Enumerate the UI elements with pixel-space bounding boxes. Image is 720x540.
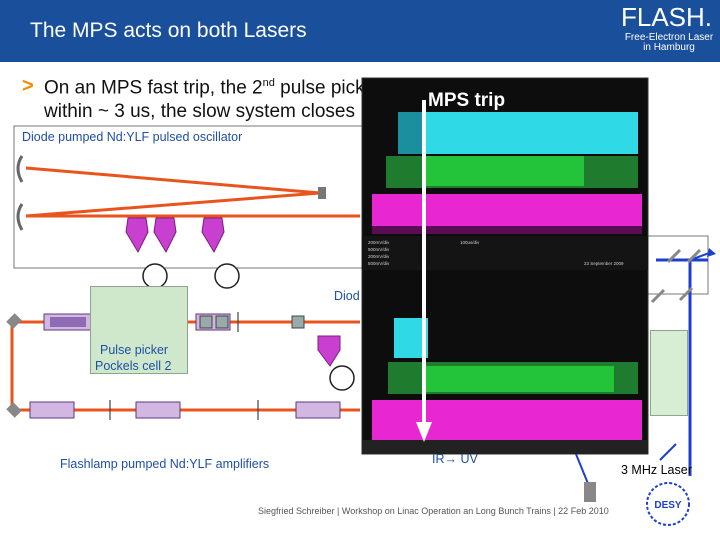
- pulse-picker-label-2: Pockels cell 2: [95, 359, 171, 373]
- oscillator-box: [14, 126, 368, 268]
- oscilloscope-screenshot: 200mV/div 500mV/div 200mV/div 500mV/div …: [362, 78, 648, 454]
- svg-text:500mV/div: 500mV/div: [368, 247, 390, 252]
- mirror-icon: [6, 402, 22, 418]
- amplifier-rod: [30, 402, 74, 418]
- oscillator-label: Diode pumped Nd:YLF pulsed oscillator: [22, 130, 242, 144]
- pump-diode-icon: [143, 264, 167, 288]
- desy-logo-text: DESY: [654, 500, 682, 511]
- mps-trip-label: MPS trip: [428, 90, 505, 112]
- svg-text:200mV/div: 200mV/div: [368, 254, 390, 259]
- detector-icon: [584, 482, 596, 502]
- amplifier-rod: [136, 402, 180, 418]
- polarizer-cube: [216, 316, 228, 328]
- pump-diode-icon: [215, 264, 239, 288]
- polarizer-cube: [292, 316, 304, 328]
- scope-trace-cyan: [424, 112, 638, 154]
- scope-readout-lower: [362, 440, 648, 454]
- svg-text:100us/div: 100us/div: [460, 240, 480, 245]
- scope-trace-cyan-pre: [398, 112, 422, 154]
- svg-text:23 September 2009: 23 September 2009: [584, 261, 624, 266]
- scope-trace-magenta-base: [372, 226, 642, 234]
- scope-trace-magenta: [372, 194, 642, 230]
- amplifiers-label: Flashlamp pumped Nd:YLF amplifiers: [60, 457, 269, 471]
- polarizer-cube: [200, 316, 212, 328]
- scope-trace-magenta-lower: [372, 400, 642, 440]
- ir-uv-label: IR→ UV: [432, 452, 478, 466]
- mirror-icon: [318, 187, 326, 199]
- scope-trace-green-lower-bright: [424, 366, 614, 392]
- prism-icon: [318, 336, 340, 366]
- conversion-box: [648, 236, 708, 294]
- svg-text:500mV/div: 500mV/div: [368, 261, 390, 266]
- beam-blue-lower: [660, 444, 676, 460]
- pump-diode-icon: [330, 366, 354, 390]
- mirror-icon: [6, 313, 22, 329]
- laser-3mhz-label: 3 MHz Laser: [621, 463, 692, 477]
- amplifier-rod: [296, 402, 340, 418]
- diode-label-partial: Diod: [334, 289, 360, 303]
- pulse-picker-label-1: Pulse picker: [100, 343, 168, 357]
- scope-trace-green-bright: [424, 156, 584, 186]
- amplifier-rod-core: [50, 317, 86, 327]
- svg-text:200mV/div: 200mV/div: [368, 240, 390, 245]
- shutter-box: [650, 330, 688, 416]
- footer-text: Siegfried Schreiber | Workshop on Linac …: [258, 506, 609, 516]
